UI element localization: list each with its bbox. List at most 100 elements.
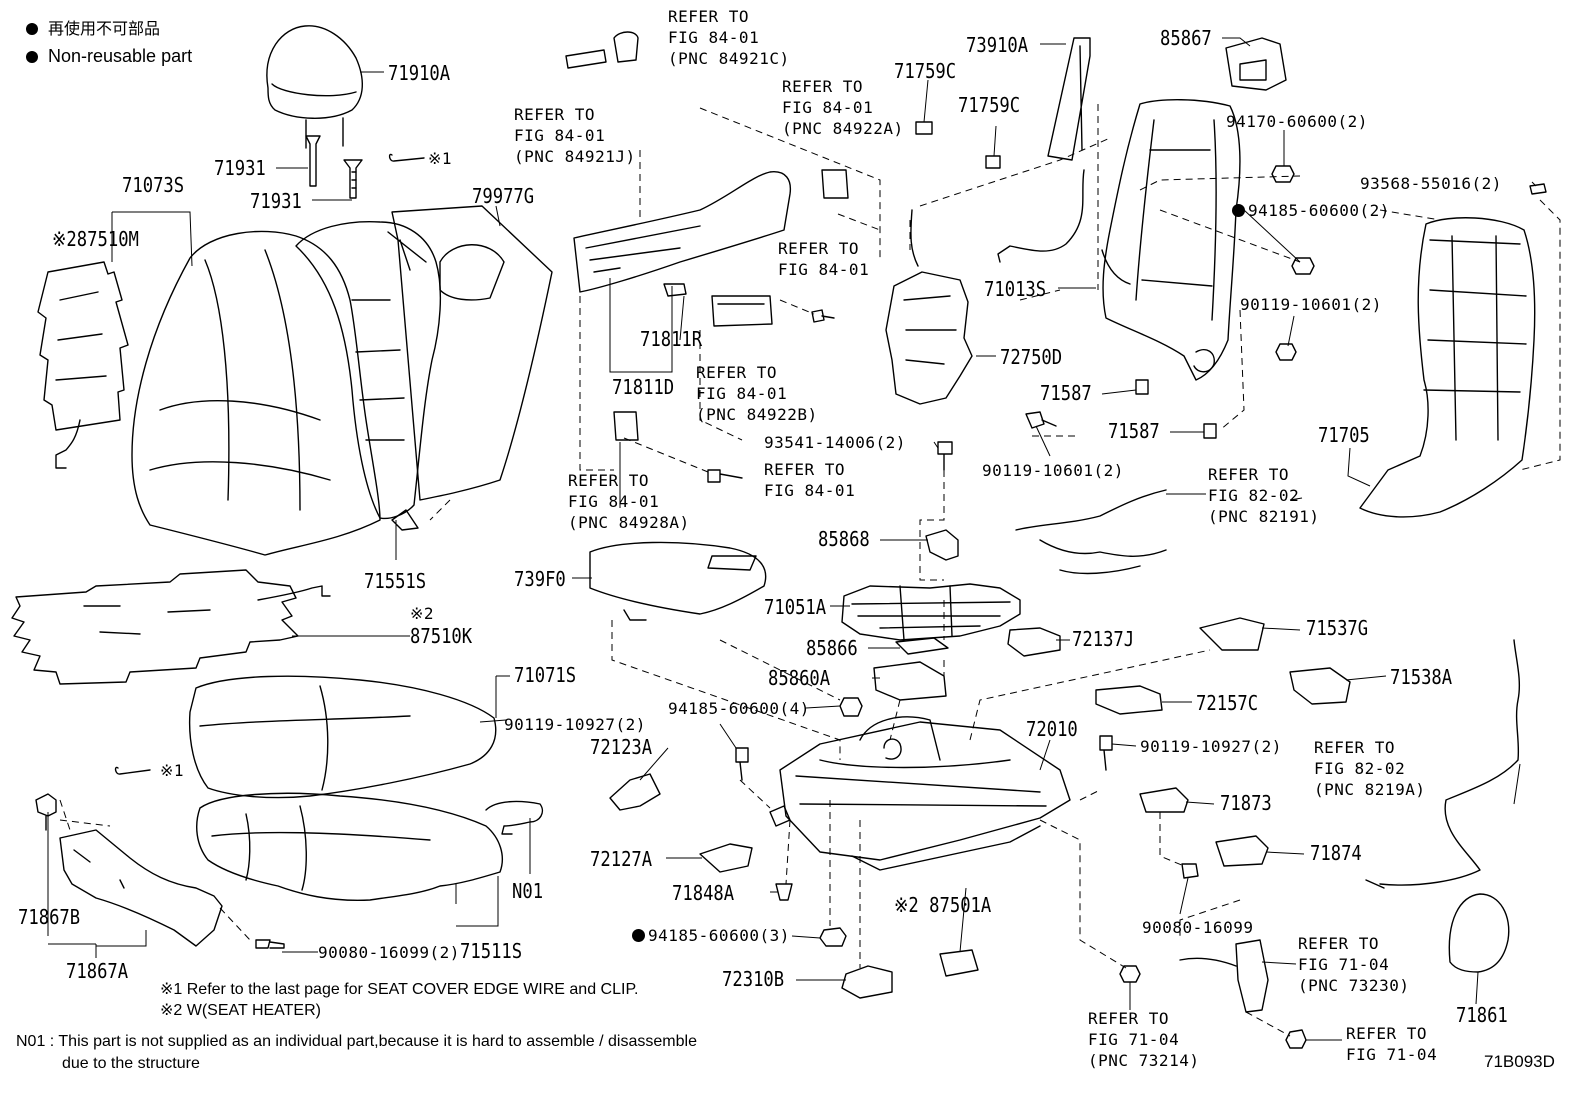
figure-code: 71B093D [1484, 1052, 1555, 1071]
part-label-71759C: 71759C [894, 59, 957, 83]
part-label-94185-60600-3: 94185-60600(3) [632, 925, 790, 946]
part-label-71071S: 71071S [514, 663, 577, 687]
part-label-71051A: 71051A [764, 595, 827, 619]
footnote-n01: N01 : This part is not supplied as an in… [16, 1033, 697, 1050]
spring-71051A-drawing [842, 584, 1020, 640]
headrest-guide-71931-drawing [306, 136, 362, 198]
remark-mark: ※1 [428, 149, 453, 168]
remark-mark: ※2 [410, 604, 435, 623]
wire-harness-82191-drawing [1016, 490, 1166, 573]
part-label-71811D: 71811D [612, 375, 675, 399]
part-label-90119-10927-2: 90119-10927(2) [504, 715, 646, 734]
footnote-seat-heater: ※2 W(SEAT HEATER) [160, 1002, 321, 1019]
part-label-90119-10601-2: 90119-10601(2) [982, 461, 1124, 480]
part-label-71587: 71587 [1108, 419, 1160, 443]
part-label-71551S: 71551S [364, 569, 427, 593]
part-label-N01: N01 [512, 879, 544, 903]
seatback-cover-71073S-drawing [132, 231, 380, 555]
part-label-71867B: 71867B [18, 905, 81, 929]
part-label-85868: 85868 [818, 527, 870, 551]
non-reusable-icon [632, 929, 645, 942]
seatback-foam-drawing [296, 222, 440, 530]
part-label-71931: 71931 [214, 156, 266, 180]
headrest-71910A-drawing [267, 26, 362, 148]
seatback-frame-71013S-drawing [1102, 100, 1240, 380]
part-label-87510K: 87510K [410, 624, 473, 648]
footnote-n01-cont: due to the structure [62, 1055, 200, 1072]
part-label-71848A: 71848A [672, 881, 735, 905]
part-label-90119-10601-2: 90119-10601(2) [1240, 295, 1382, 314]
part-label-72123A: 72123A [590, 735, 653, 759]
part-label-739F0: 739F0 [514, 567, 566, 591]
filled-circle-icon [26, 51, 38, 63]
back-board-71705-drawing [1360, 218, 1535, 517]
part-label-72010: 72010 [1026, 717, 1078, 741]
part-label-71013S: 71013S [984, 277, 1047, 301]
recliner-72750D-drawing [886, 210, 972, 404]
headrest-cover-71861-drawing [1449, 894, 1508, 972]
part-label-71910A: 71910A [388, 61, 451, 85]
part-label-71811R: 71811R [640, 327, 703, 351]
part-label-72750D: 72750D [1000, 345, 1063, 369]
part-label-71931: 71931 [250, 189, 302, 213]
part-label-85867: 85867 [1160, 26, 1212, 50]
cushion-pad-71511S-drawing [197, 793, 503, 900]
part-label-87501A: ※2 87501A [894, 893, 992, 917]
part-label-72310B: 72310B [722, 967, 785, 991]
part-label-72157C: 72157C [1196, 691, 1259, 715]
part-label-71537G: 71537G [1306, 616, 1369, 640]
remark-mark: ※2 [894, 893, 919, 917]
part-label-87510M: ※287510M [52, 227, 139, 251]
part-label-71759C: 71759C [958, 93, 1021, 117]
part-label-71861: 71861 [1456, 1003, 1508, 1027]
part-label-71874: 71874 [1310, 841, 1362, 865]
wire-harness-8219A-drawing [1380, 640, 1519, 885]
part-label-71867A: 71867A [66, 959, 129, 983]
part-label-72137J: 72137J [1072, 627, 1135, 651]
part-label-71073S: 71073S [122, 173, 185, 197]
seat-heater-87510M-drawing [38, 262, 128, 468]
part-label-93541-14006-2: 93541-14006(2) [764, 433, 906, 452]
remark-mark: ※2 [52, 227, 77, 251]
part-label-71705: 71705 [1318, 423, 1370, 447]
part-label-71873: 71873 [1220, 791, 1272, 815]
module-85867-drawing [1226, 38, 1286, 90]
part-label-93568-55016-2: 93568-55016(2) [1360, 174, 1502, 193]
part-label-71587: 71587 [1040, 381, 1092, 405]
part-label-94185-60600-2: 94185-60600(2) [1232, 200, 1390, 221]
non-reusable-icon [1232, 204, 1245, 217]
seat-heater-87510K-drawing [12, 570, 330, 684]
part-label-85866: 85866 [806, 636, 858, 660]
part-label-72127A: 72127A [590, 847, 653, 871]
footnote-edge-wire: ※1 Refer to the last page for SEAT COVER… [160, 981, 639, 998]
remark-mark: ※1 [160, 761, 185, 780]
legend-non-reusable-en: Non-reusable part [26, 46, 192, 66]
part-label-90080-16099-2: 90080-16099(2) [318, 943, 460, 962]
cushion-cover-71071S-drawing [190, 676, 496, 797]
part-label-79977G: 79977G [472, 184, 535, 208]
part-label-90119-10927-2: 90119-10927(2) [1140, 737, 1282, 756]
part-label-94185-60600-4: 94185-60600(4) [668, 699, 810, 718]
part-label-71538A: 71538A [1390, 665, 1453, 689]
part-label-85860A: 85860A [768, 666, 831, 690]
filled-circle-icon [26, 23, 38, 35]
front-trim-71867-drawing [60, 830, 222, 946]
side-shield-71811-drawing [574, 172, 790, 296]
part-label-90080-16099: 90080-16099 [1142, 918, 1254, 937]
seatbelt-buckle-73230-drawing [1180, 940, 1268, 1012]
seatback-pad-79977G-drawing [392, 206, 552, 500]
part-label-73910A: 73910A [966, 33, 1029, 57]
